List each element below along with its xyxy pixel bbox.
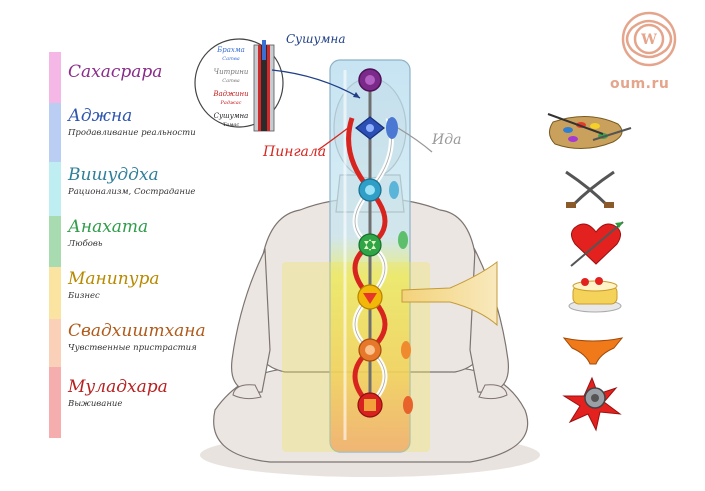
chakra-name: Анахата (68, 217, 149, 237)
inset-layer-name: Ваджини (213, 90, 249, 98)
stripe-svadhisthana (49, 319, 61, 367)
chakra-meaning: Продавливание реальности (68, 128, 196, 138)
inset-layer-name: Брахма (217, 46, 245, 54)
label-ida: Ида (432, 132, 462, 148)
logo-text: oum.ru (610, 76, 670, 92)
chakra-label-ajna: Аджна Продавливание реальности (68, 107, 196, 138)
inset-layer-name: Читрини (213, 68, 249, 76)
ajna-petal (386, 117, 398, 139)
vishuddha-petal (389, 181, 399, 199)
chakra-name: Свадхиштхана (68, 321, 206, 341)
chakra-name: Муладхара (68, 377, 168, 397)
chakra-label-vishuddha: Вишуддха Рационализм, Сострадание (68, 166, 195, 197)
chakra-meaning: Бизнес (68, 291, 100, 301)
chakra-label-muladhara: Муладхара Выживание (68, 378, 168, 409)
panties-icon (562, 337, 624, 365)
chakra-label-sahasrara: Сахасрара (68, 63, 162, 81)
stripe-ajna (49, 103, 61, 162)
label-sushumna: Сушумна (286, 32, 346, 46)
stripe-manipura (49, 267, 61, 319)
stripe-sahasrara (49, 52, 61, 103)
chakra-meaning: Чувственные пристрастия (68, 343, 197, 353)
right-hand (478, 384, 508, 400)
heart-arrow-icon (570, 221, 624, 267)
oum-logo-icon: W (621, 11, 677, 67)
label-pingala: Пингала (263, 144, 327, 160)
chakra-label-svadhisthana: Свадхиштхана Чувственные пристрастия (68, 322, 206, 353)
svg-text:W: W (640, 32, 657, 48)
chakra-label-manipura: Манипура Бизнес (68, 270, 160, 301)
muladhara-petal (403, 396, 413, 414)
inset-layer-sub: Тамас (222, 122, 240, 128)
chakra-name: Аджна (68, 106, 133, 126)
palette-icon (547, 113, 632, 149)
inset-layer-name: Сушумна (213, 112, 249, 120)
channel-cross-section-inset (194, 38, 284, 132)
inset-layer-sub: Сатва (222, 78, 240, 84)
stripe-anahata (49, 216, 61, 267)
inset-pointer-arrow (271, 69, 361, 99)
pingala-arrow (317, 127, 349, 151)
left-hand (232, 384, 262, 400)
chakra-name: Сахасрара (68, 62, 163, 82)
bear-trap-icon (562, 376, 622, 432)
crossed-swords-icon (565, 170, 615, 208)
inset-layer-sub: Сатва (222, 56, 240, 62)
chakra-meaning: Выживание (68, 399, 123, 409)
anahata-petal (398, 231, 408, 249)
chakra-symbols (355, 68, 385, 418)
chakra-name: Вишуддха (68, 165, 159, 185)
svadhisthana-petal (401, 341, 411, 359)
stripe-vishuddha (49, 162, 61, 216)
inset-layer-labels: Брахма Сатва Читрини Сатва Ваджини Раджа… (205, 46, 257, 130)
stripe-muladhara (49, 367, 61, 438)
chakra-meaning: Рационализм, Сострадание (68, 187, 196, 197)
inset-layer-sub: Раджас (220, 100, 242, 106)
chakra-name: Манипура (68, 269, 160, 289)
chakra-meaning: Любовь (68, 239, 103, 249)
ida-arrow (397, 127, 433, 153)
cake-icon (568, 277, 622, 313)
anahata-symbol (358, 233, 382, 257)
chakra-label-anahata: Анахата Любовь (68, 218, 148, 249)
horn (401, 260, 498, 327)
